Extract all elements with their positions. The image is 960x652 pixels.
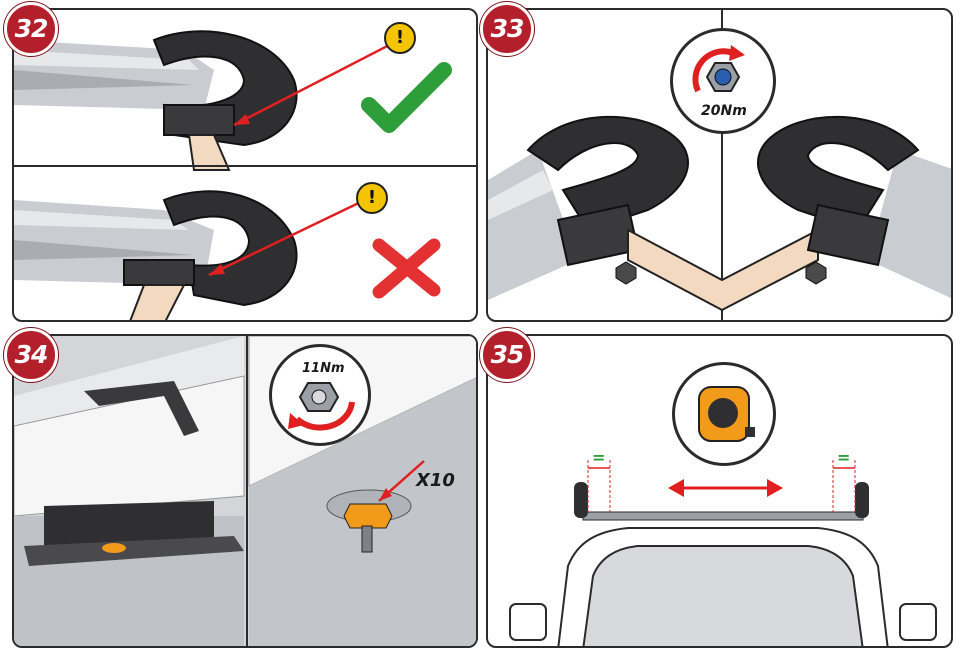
- step-33-panel: 20Nm: [486, 8, 953, 322]
- quantity-label: X10: [416, 470, 455, 491]
- step-number-badge: 33: [480, 2, 534, 56]
- torque-value-label: 20Nm: [701, 103, 747, 119]
- warning-icon: !: [356, 182, 388, 214]
- step-35-panel: = =: [486, 334, 953, 648]
- equal-distance-mark: =: [837, 448, 851, 467]
- correct-install-view: [14, 30, 400, 171]
- rotate-arrow-icon: [692, 45, 745, 93]
- step-number-badge: 35: [480, 328, 534, 382]
- tape-measure-graphic: [698, 386, 755, 442]
- torque-nut-icon: 11Nm: [269, 344, 371, 446]
- step-34-illustration: [14, 336, 476, 646]
- step-number-badge: 32: [4, 2, 58, 56]
- step-34-panel: 11Nm X10: [12, 334, 478, 648]
- rotate-arrow-icon: [288, 382, 355, 431]
- torque-value-label: 11Nm: [302, 361, 345, 376]
- incorrect-install-view: [14, 190, 370, 320]
- warning-icon: !: [384, 22, 416, 54]
- torque-nut-icon: 20Nm: [670, 28, 776, 134]
- equal-distance-mark: =: [592, 448, 606, 467]
- step-32-panel: ! !: [12, 8, 478, 322]
- step-32-illustration: [14, 30, 476, 320]
- step-33-illustration: [488, 10, 951, 320]
- step-35-illustration: [509, 460, 937, 646]
- tape-measure-icon: [672, 362, 776, 466]
- step-number-badge: 34: [4, 328, 58, 382]
